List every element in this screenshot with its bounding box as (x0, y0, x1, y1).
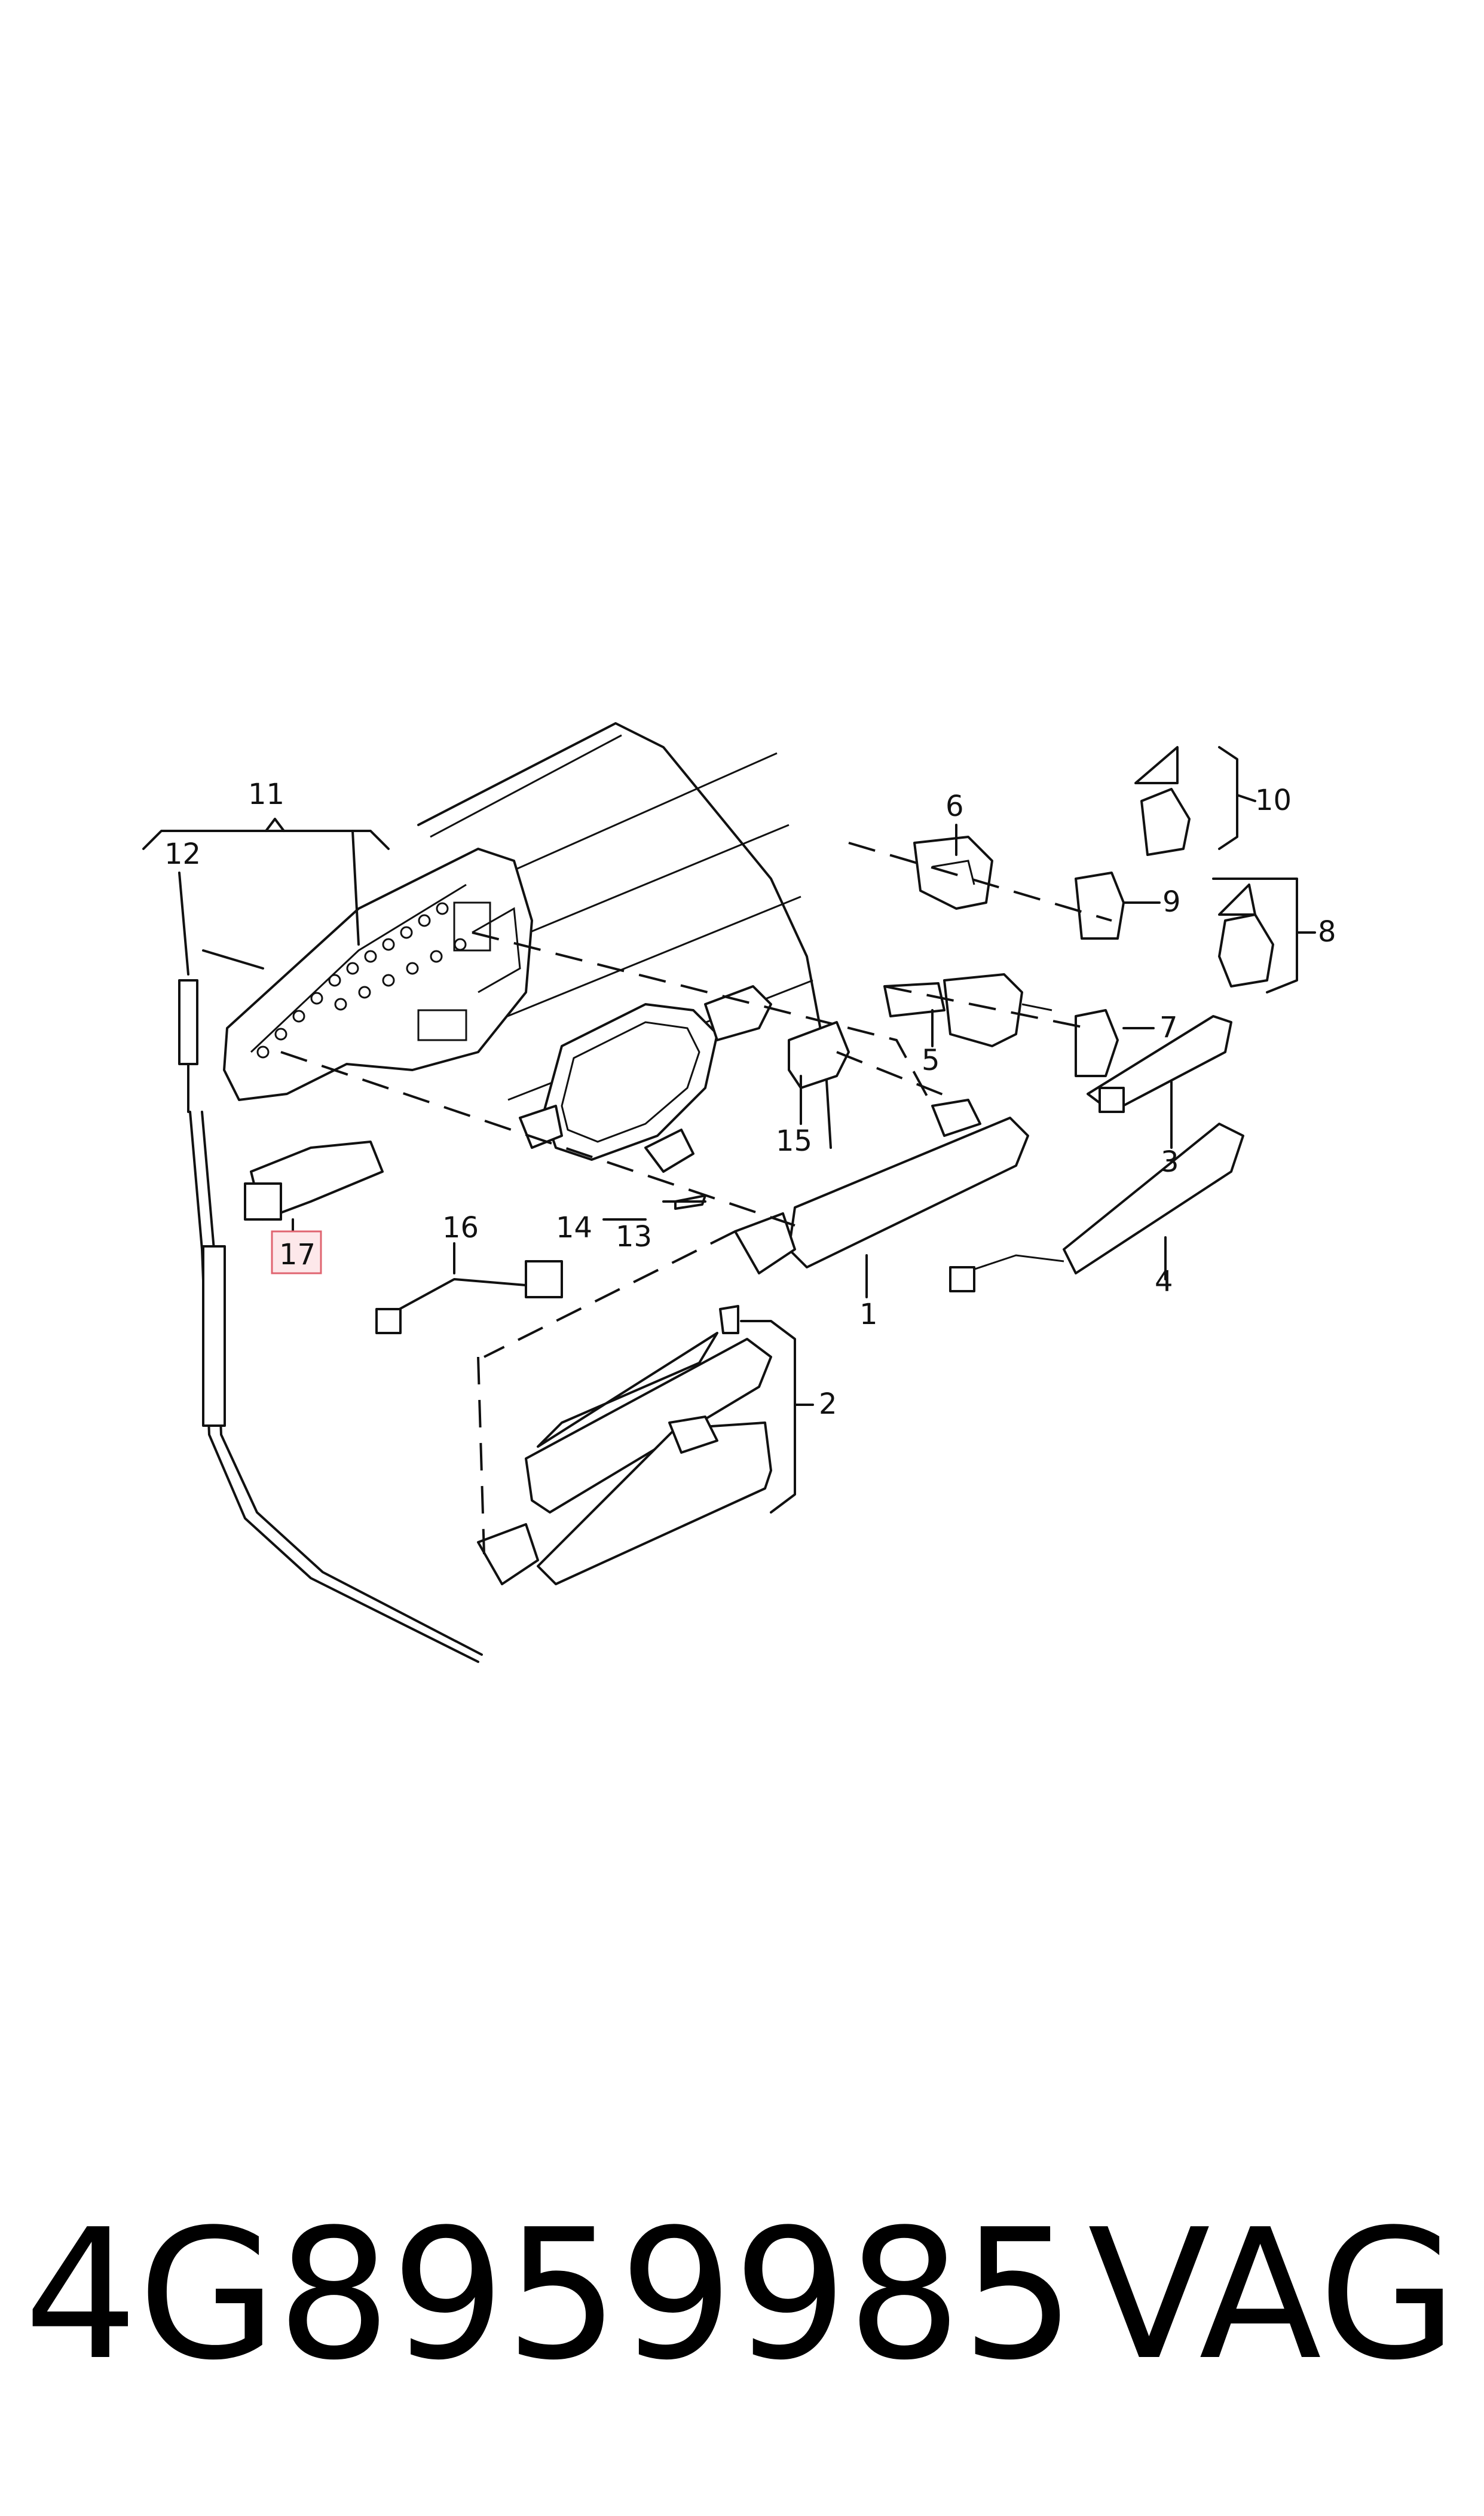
callout-15: 15 (776, 1124, 812, 1158)
bowden-cable (178, 979, 483, 1663)
callout-6: 6 (946, 790, 964, 823)
connector-17 (244, 1141, 384, 1221)
brand-label: VAG (1088, 2191, 1458, 2399)
callouts: 1 2 3 4 5 6 7 8 9 10 11 12 13 14 15 16 1… (164, 778, 1336, 1421)
seal-frame (788, 1021, 850, 1089)
cap-10 (1134, 746, 1191, 856)
sensor-handle-4 (949, 1123, 1244, 1292)
callout-8: 8 (1318, 915, 1336, 949)
callout-9: 9 (1162, 885, 1181, 919)
screw-2 (719, 1305, 739, 1334)
cap-7 (1075, 1009, 1119, 1077)
trim-escutcheon (519, 985, 772, 1173)
part-number: 4G8959985 (24, 2191, 1076, 2399)
callout-12: 12 (164, 837, 201, 871)
callout-17: 17 (279, 1238, 316, 1271)
assembly-lines (280, 842, 1112, 1555)
wiring-16 (375, 1260, 563, 1334)
cap-9 (1075, 872, 1125, 940)
callout-14: 14 (556, 1211, 592, 1245)
callout-1: 1 (859, 1298, 878, 1331)
leader-lines (142, 746, 1316, 1514)
callout-11: 11 (248, 778, 284, 811)
callout-4: 4 (1155, 1265, 1173, 1298)
sensor-handle-3 (1087, 1015, 1232, 1113)
callout-10: 10 (1255, 784, 1292, 817)
callout-2: 2 (819, 1387, 837, 1421)
cap-8 (1218, 883, 1274, 988)
callout-16: 16 (442, 1211, 479, 1245)
highlight-box (271, 1230, 322, 1274)
handle-carrier (223, 848, 533, 1101)
door-handle-2 (477, 1332, 772, 1585)
callout-7: 7 (1159, 1011, 1178, 1044)
callout-3: 3 (1161, 1145, 1179, 1179)
lock-cylinder (883, 973, 1052, 1047)
callout-13: 13 (616, 1220, 652, 1254)
door-handle-1 (734, 1099, 1029, 1274)
callout-5: 5 (922, 1044, 940, 1077)
